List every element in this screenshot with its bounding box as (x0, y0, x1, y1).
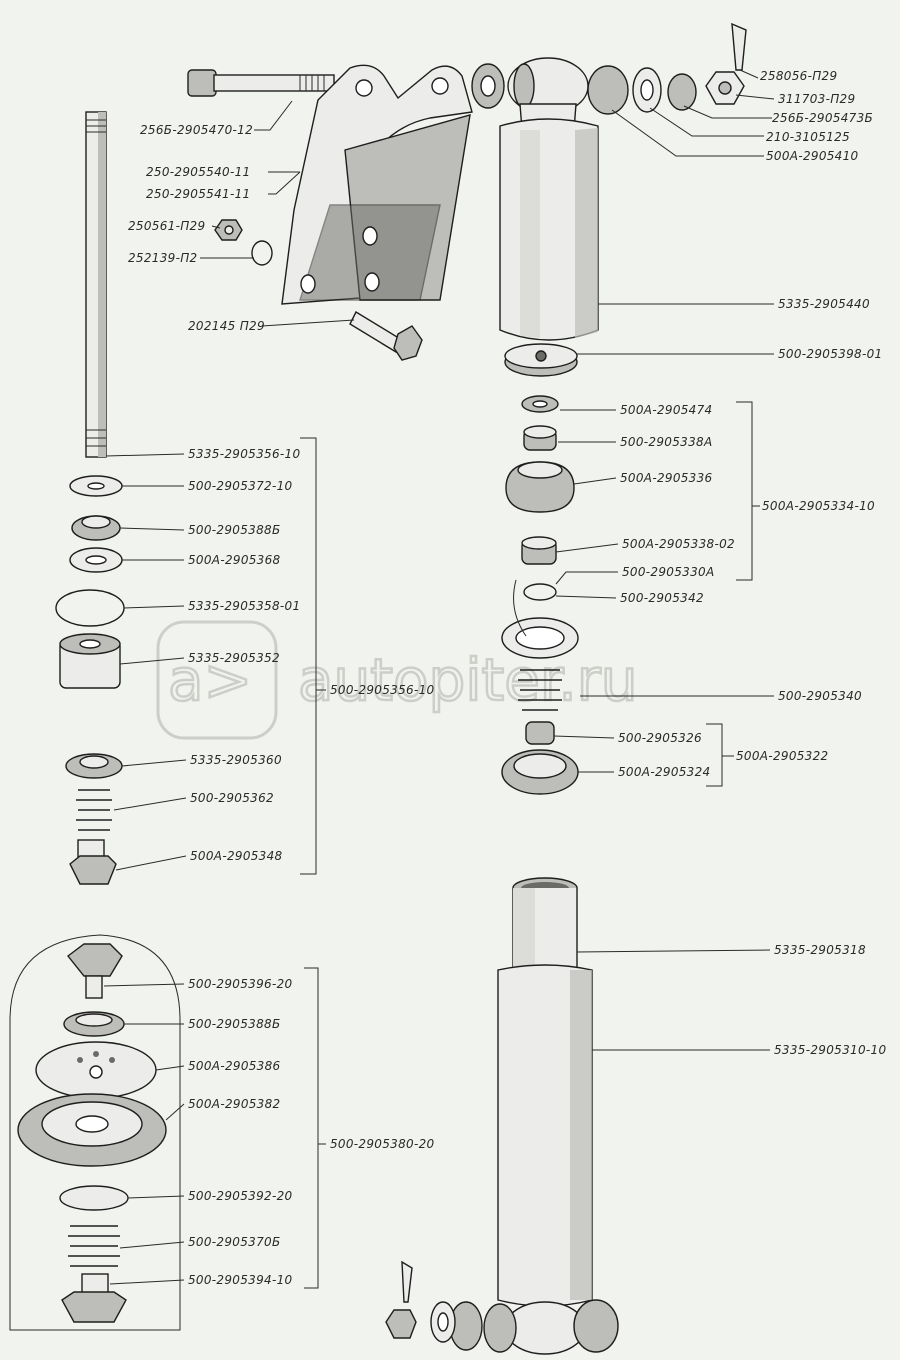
label-210-3105125: 210-3105125 (766, 130, 850, 144)
bracket-250-2905540 (281, 64, 473, 305)
bolt-256B-2905470 (187, 69, 335, 97)
label-252139-P2: 252139-П2 (128, 251, 198, 265)
label-500-2905372-10: 500-2905372-10 (188, 479, 293, 493)
label-500-2905396-20: 500-2905396-20 (188, 977, 293, 991)
shock-absorber-upper-body (499, 103, 599, 377)
label-500-2905330A: 500-2905330А (622, 565, 715, 579)
label-500-2905388B-b: 500-2905388Б (188, 1017, 281, 1031)
label-500A-2905348: 500А-2905348 (190, 849, 283, 863)
label-5335-2905318: 5335-2905318 (774, 943, 866, 957)
bolt-202145 (349, 311, 423, 361)
label-256B-2905470-12: 256Б-2905470-12 (140, 123, 253, 137)
label-5335-2905360: 5335-2905360 (190, 753, 282, 767)
label-500A-2905336: 500А-2905336 (620, 471, 713, 485)
label-500-2905388B-a: 500-2905388Б (188, 523, 281, 537)
label-500A-2905334-10: 500А-2905334-10 (762, 499, 875, 513)
part-labels: 258056-П29 311703-П29 256Б-2905473Б 210-… (128, 69, 886, 1287)
label-500-2905370B: 500-2905370Б (188, 1235, 281, 1249)
label-5335-2905356-10: 5335-2905356-10 (188, 447, 300, 461)
label-500A-2905368: 500А-2905368 (188, 553, 281, 567)
label-500A-2905386: 500А-2905386 (188, 1059, 281, 1073)
watermark-logo-frame (156, 620, 278, 740)
leader-lines (103, 69, 775, 1289)
label-250-2905540-11: 250-2905540-11 (146, 165, 250, 179)
watermark: a> autopiter.ru (156, 620, 639, 740)
label-500-2905392-20: 500-2905392-20 (188, 1189, 293, 1203)
eye-bushing-chain (471, 22, 747, 115)
label-311703-P29: 311703-П29 (778, 92, 855, 106)
piston-rod (85, 111, 107, 458)
label-500-2905326: 500-2905326 (618, 731, 702, 745)
label-202145-P29: 202145 П29 (188, 319, 265, 333)
label-250-2905541-11: 250-2905541-11 (146, 187, 250, 201)
shock-absorber-lower-body (385, 877, 619, 1355)
label-500-2905340: 500-2905340 (778, 689, 862, 703)
label-500-2905398-01: 500-2905398-01 (778, 347, 882, 361)
valve-stack-right (501, 395, 579, 795)
label-500A-2905338-02: 500А-2905338-02 (622, 537, 735, 551)
label-500-2905342: 500-2905342 (620, 591, 704, 605)
label-500-2905356-10: 500-2905356-10 (330, 683, 435, 697)
label-5335-2905440: 5335-2905440 (778, 297, 870, 311)
nut-250561 (214, 219, 243, 241)
label-5335-2905358-01: 5335-2905358-01 (188, 599, 300, 613)
label-500-2905362: 500-2905362 (190, 791, 274, 805)
valve-assembly-bubble (9, 934, 181, 1331)
watermark-text: autopiter.ru (298, 646, 637, 714)
label-500A-2905322: 500А-2905322 (736, 749, 829, 763)
label-5335-2905310-10: 5335-2905310-10 (774, 1043, 886, 1057)
washer-252139 (251, 240, 273, 266)
label-500-2905338A: 500-2905338А (620, 435, 713, 449)
label-500A-2905410: 500А-2905410 (766, 149, 859, 163)
label-5335-2905352: 5335-2905352 (188, 651, 280, 665)
label-500A-2905382: 500А-2905382 (188, 1097, 281, 1111)
label-250561-P29: 250561-П29 (128, 219, 205, 233)
label-500A-2905324: 500А-2905324 (618, 765, 711, 779)
watermark-logo: a> (168, 646, 252, 714)
label-256B-2905473B: 256Б-2905473Б (772, 111, 873, 125)
label-500A-2905474: 500А-2905474 (620, 403, 713, 417)
label-500-2905380-20: 500-2905380-20 (330, 1137, 435, 1151)
label-500-2905394-10: 500-2905394-10 (188, 1273, 293, 1287)
label-258056-P29: 258056-П29 (760, 69, 837, 83)
left-valve-stack (55, 475, 125, 885)
